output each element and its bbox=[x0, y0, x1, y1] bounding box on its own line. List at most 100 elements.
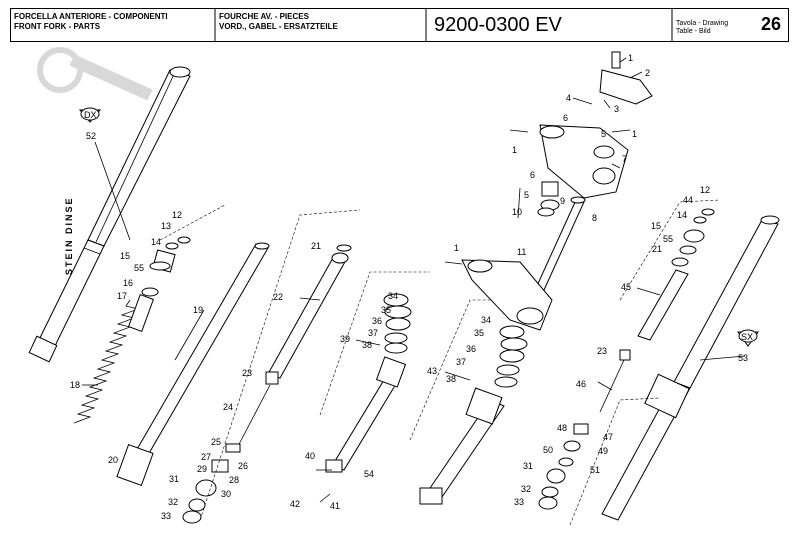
callout-34: 34 bbox=[481, 315, 491, 325]
table-label: Table - Bild bbox=[676, 28, 711, 35]
callout-14: 14 bbox=[677, 210, 687, 220]
callout-38: 38 bbox=[446, 374, 456, 384]
callout-55: 55 bbox=[134, 263, 144, 273]
right-fork-leg-52 bbox=[28, 66, 191, 363]
callout-27: 27 bbox=[201, 452, 211, 462]
badge-dx-label: DX bbox=[84, 110, 97, 120]
tavola-label: Tavola - Drawing bbox=[676, 20, 729, 27]
callout-30: 30 bbox=[221, 489, 231, 499]
drawing-code-cell: 9200-0300 EV bbox=[426, 8, 671, 42]
callout-15: 15 bbox=[120, 251, 130, 261]
callout-39: 39 bbox=[340, 334, 350, 344]
drawing-code: 9200-0300 EV bbox=[434, 14, 562, 36]
callout-26: 26 bbox=[238, 461, 248, 471]
slider-20 bbox=[116, 443, 154, 487]
callout-31: 31 bbox=[169, 474, 179, 484]
callout-32: 32 bbox=[521, 484, 531, 494]
callout-1: 1 bbox=[454, 243, 459, 253]
callout-7: 7 bbox=[622, 154, 627, 164]
callout-31: 31 bbox=[523, 461, 533, 471]
title-french: FOURCHE AV. - PIECES bbox=[219, 12, 309, 21]
callout-55: 55 bbox=[663, 234, 673, 244]
callout-36: 36 bbox=[372, 316, 382, 326]
callout-10: 10 bbox=[512, 207, 522, 217]
watermark: STEIN DINSE bbox=[64, 196, 74, 275]
badge-sx: SX bbox=[737, 329, 759, 347]
callout-32: 32 bbox=[168, 497, 178, 507]
callout-16: 16 bbox=[123, 278, 133, 288]
callout-21: 21 bbox=[311, 241, 321, 251]
callout-50: 50 bbox=[543, 445, 553, 455]
callout-6: 6 bbox=[563, 113, 568, 123]
callout-12: 12 bbox=[172, 210, 182, 220]
title-english: FRONT FORK - PARTS bbox=[14, 22, 101, 31]
callout-23: 23 bbox=[597, 346, 607, 356]
callout-25: 25 bbox=[211, 437, 221, 447]
badge-dx: DX bbox=[78, 107, 102, 123]
callout-36: 36 bbox=[466, 344, 476, 354]
title-german: VORD., GABEL - ERSATZTEILE bbox=[219, 22, 338, 31]
callout-41: 41 bbox=[330, 501, 340, 511]
callout-46: 46 bbox=[576, 379, 586, 389]
callout-5: 5 bbox=[524, 190, 529, 200]
callout-45: 45 bbox=[621, 282, 631, 292]
callout-14: 14 bbox=[151, 237, 161, 247]
callout-1: 1 bbox=[632, 129, 637, 139]
lower-yoke-11 bbox=[444, 259, 553, 331]
stanchion-19 bbox=[135, 242, 270, 456]
page-cell: Tavola - Drawing Table - Bild 26 bbox=[672, 8, 789, 42]
callout-42: 42 bbox=[290, 499, 300, 509]
callout-40: 40 bbox=[305, 451, 315, 461]
callout-37: 37 bbox=[456, 357, 466, 367]
watermark-text: STEIN DINSE bbox=[64, 196, 74, 275]
callout-5: 5 bbox=[601, 129, 606, 139]
callout-1: 1 bbox=[628, 53, 633, 63]
upper-yoke-2 bbox=[599, 51, 653, 105]
callout-24: 24 bbox=[223, 402, 233, 412]
left-fork-leg-53 bbox=[601, 215, 780, 521]
callout-23: 23 bbox=[242, 368, 252, 378]
leader-lines bbox=[82, 57, 746, 391]
callout-8: 8 bbox=[592, 213, 597, 223]
callout-4: 4 bbox=[566, 93, 571, 103]
callout-47: 47 bbox=[603, 432, 613, 442]
callout-34: 34 bbox=[388, 291, 398, 301]
callout-2: 2 bbox=[645, 68, 650, 78]
title-italian: FORCELLA ANTERIORE - COMPONENTI bbox=[14, 12, 168, 21]
callout-44: 44 bbox=[683, 195, 693, 205]
callout-35: 35 bbox=[381, 305, 391, 315]
callout-6: 6 bbox=[530, 170, 535, 180]
callout-33: 33 bbox=[514, 497, 524, 507]
callout-21: 21 bbox=[652, 244, 662, 254]
callout-38: 38 bbox=[362, 340, 372, 350]
callout-13: 13 bbox=[161, 221, 171, 231]
callout-48: 48 bbox=[557, 423, 567, 433]
callout-labels: 1 2 3 4 6 5 1 1 7 6 5 9 10 8 11 1 52 12 … bbox=[70, 53, 748, 521]
callout-49: 49 bbox=[598, 446, 608, 456]
callout-3: 3 bbox=[614, 104, 619, 114]
callout-17: 17 bbox=[117, 291, 127, 301]
steering-stem-11 bbox=[535, 181, 586, 291]
page-labels: Tavola - Drawing Table - Bild bbox=[676, 20, 728, 36]
callout-29: 29 bbox=[197, 464, 207, 474]
callout-35: 35 bbox=[474, 328, 484, 338]
callout-1: 1 bbox=[512, 145, 517, 155]
spring-18 bbox=[73, 299, 140, 424]
badge-sx-label: SX bbox=[741, 332, 753, 342]
title-block-frame bbox=[10, 8, 789, 42]
title-cell-it-en: FORCELLA ANTERIORE - COMPONENTI FRONT FO… bbox=[14, 8, 214, 42]
callout-51: 51 bbox=[590, 465, 600, 475]
callout-12: 12 bbox=[700, 185, 710, 195]
callout-53: 53 bbox=[738, 353, 748, 363]
callout-20: 20 bbox=[108, 455, 118, 465]
parts-12-16 bbox=[141, 236, 191, 297]
callout-15: 15 bbox=[651, 221, 661, 231]
callout-28: 28 bbox=[229, 475, 239, 485]
callout-52: 52 bbox=[86, 131, 96, 141]
title-cell-fr-de: FOURCHE AV. - PIECES VORD., GABEL - ERSA… bbox=[215, 8, 425, 42]
callout-33: 33 bbox=[161, 511, 171, 521]
spacer-17 bbox=[127, 293, 155, 333]
page-number: 26 bbox=[760, 14, 781, 34]
callout-22: 22 bbox=[273, 292, 283, 302]
